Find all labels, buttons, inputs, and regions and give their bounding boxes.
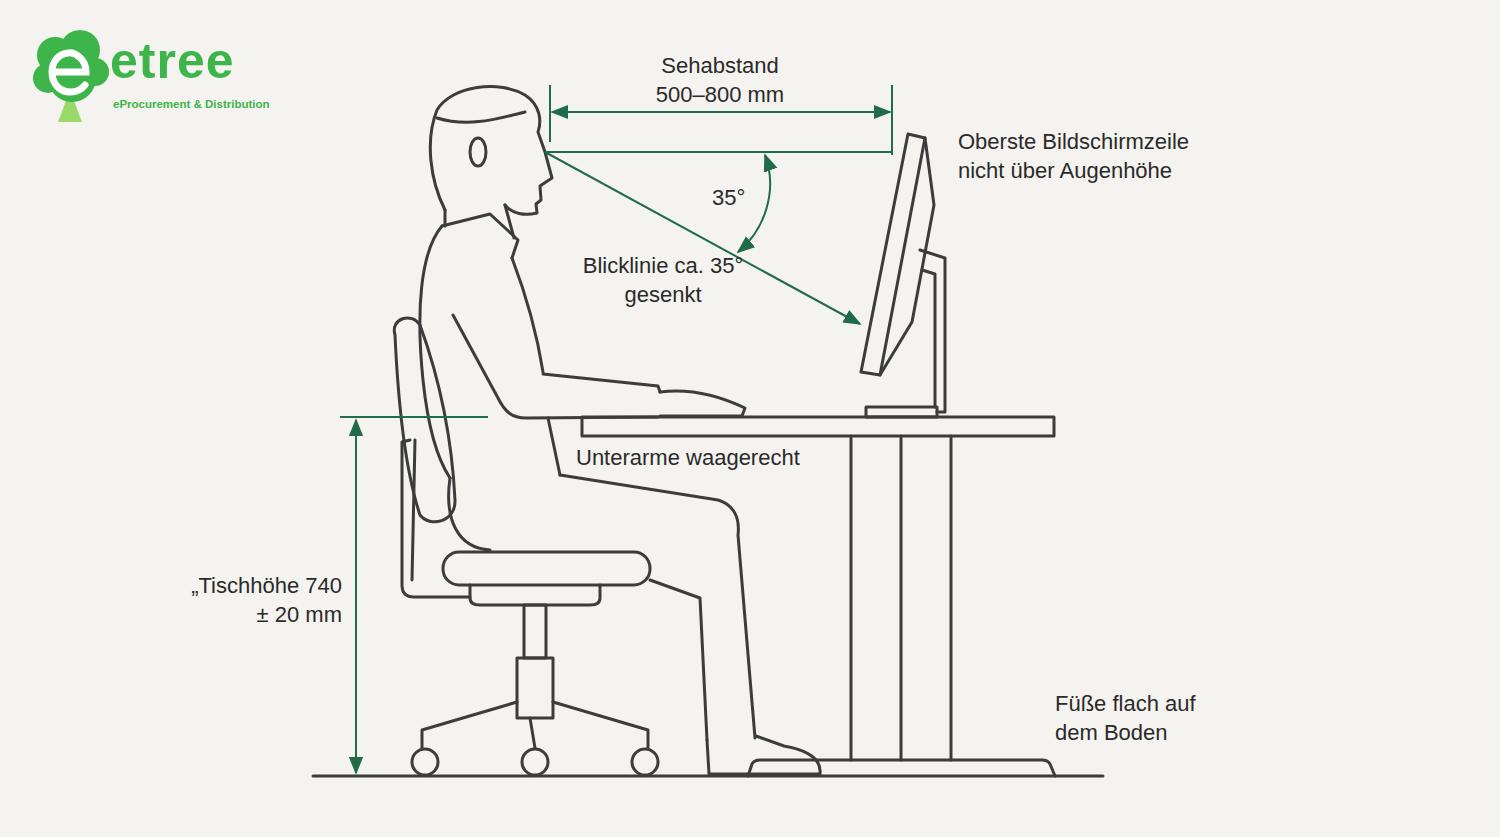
logo-tagline: eProcurement & Distribution	[113, 97, 270, 111]
sightline-label: Blicklinie ca. 35° gesenkt	[563, 251, 763, 309]
note-label: Oberste Bildschirmzeile nicht über Augen…	[958, 127, 1238, 185]
monitor	[861, 134, 945, 417]
logo-icon	[33, 30, 109, 122]
office-chair	[394, 318, 658, 775]
angle-label: 35°	[712, 183, 745, 212]
seated-person	[420, 87, 820, 774]
dimension-label: „Tischhöhe 740 ± 20 mm	[182, 571, 342, 629]
feet-note: Füße flach auf dem Boden	[1055, 689, 1215, 747]
dimension-lines	[340, 85, 892, 773]
desk	[582, 417, 1055, 776]
forearm-note: Unterarme waagerecht	[576, 443, 800, 472]
logo-wordmark: etree	[110, 33, 235, 89]
dimension-label: Sehabstand 500–800 mm	[645, 51, 795, 109]
